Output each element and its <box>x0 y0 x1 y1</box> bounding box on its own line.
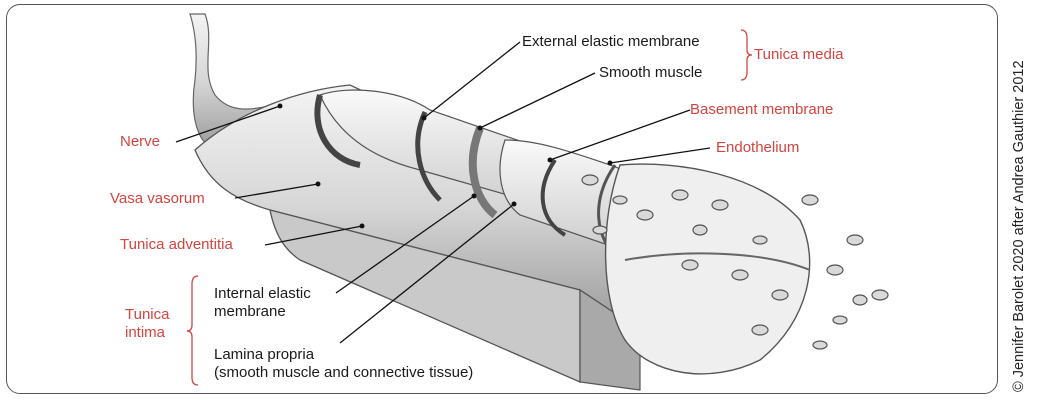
lumen-section <box>606 164 810 374</box>
label-lamina-propria-line2: (smooth muscle and connective tissue) <box>214 364 473 382</box>
tunica-media-bracket <box>741 30 752 80</box>
copyright-credit: © Jennifer Barolet 2020 after Andrea Gau… <box>1011 60 1027 392</box>
label-vasa-vasorum: Vasa vasorum <box>110 190 205 208</box>
label-endothelium: Endothelium <box>716 139 799 157</box>
label-tunica-intima-line1: Tunica <box>125 306 169 324</box>
label-lamina-propria-line1: Lamina propria <box>214 346 314 364</box>
label-smooth-muscle: Smooth muscle <box>599 64 702 82</box>
label-basement-membrane: Basement membrane <box>690 101 833 119</box>
label-nerve: Nerve <box>120 133 160 151</box>
label-internal-elastic-line2: membrane <box>214 303 286 321</box>
label-internal-elastic-line1: Internal elastic <box>214 285 311 303</box>
tunica-intima-bracket <box>187 276 198 385</box>
label-external-elastic-membrane: External elastic membrane <box>522 33 700 51</box>
label-tunica-adventitia: Tunica adventitia <box>120 236 233 254</box>
label-tunica-intima-line2: intima <box>125 324 165 342</box>
label-tunica-media: Tunica media <box>754 46 844 64</box>
